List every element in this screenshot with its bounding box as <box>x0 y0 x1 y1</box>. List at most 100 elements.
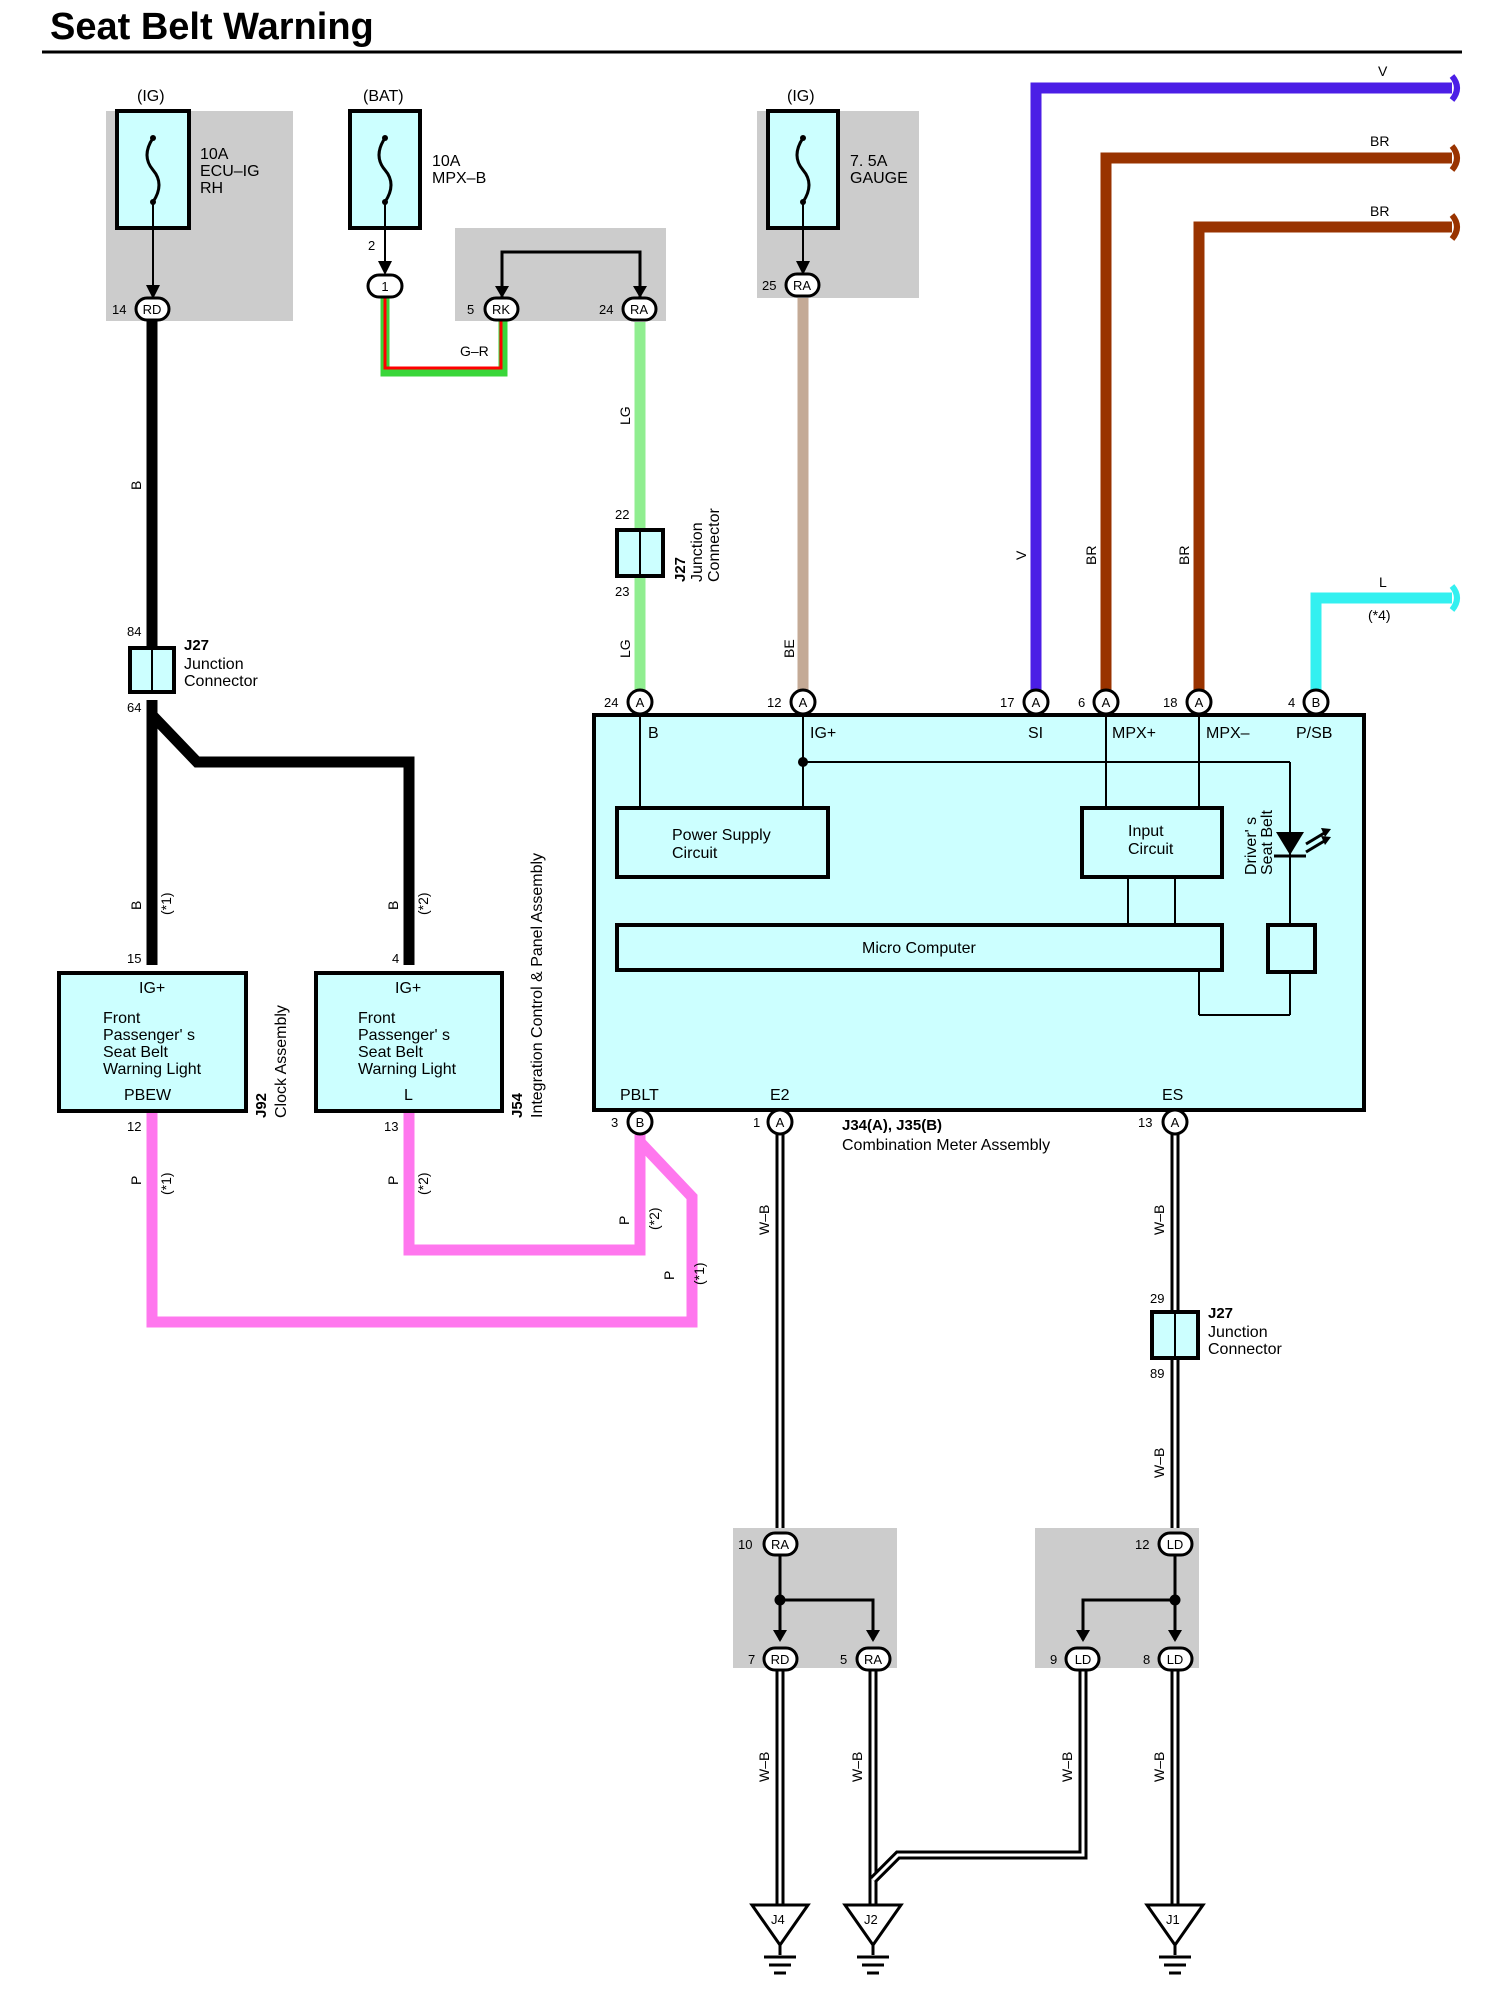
lamp2-l4: Warning Light <box>358 1061 457 1078</box>
wire-label-p-lamp2: P <box>385 1176 401 1185</box>
connector-ra-25: RA <box>784 272 821 298</box>
pin-2: 2 <box>368 238 375 253</box>
lamp1-l4: Warning Light <box>103 1061 202 1078</box>
pin-a13: 13 <box>1138 1115 1152 1130</box>
lamp2-l2: Passenger' s <box>358 1027 450 1044</box>
wire-end-l <box>1449 584 1460 612</box>
fuse-3-rating: 7. 5A <box>850 153 888 170</box>
svg-text:B: B <box>636 1115 645 1130</box>
svg-text:RA: RA <box>793 278 811 293</box>
svg-text:LD: LD <box>1167 1652 1184 1667</box>
wire-label-wb-j4: W–B <box>756 1752 772 1782</box>
wire-label-lg-2: LG <box>617 639 633 658</box>
pin-24: 24 <box>599 302 613 317</box>
lamp1-name: Clock Assembly <box>273 1005 290 1118</box>
fuse-3-name: GAUGE <box>850 170 908 187</box>
pin-8: 8 <box>1143 1652 1150 1667</box>
j27-top-name2: Connector <box>184 673 258 690</box>
j27-top-code: J27 <box>184 637 209 654</box>
svg-text:A: A <box>1171 1115 1180 1130</box>
fuse-1-name: ECU–IG <box>200 163 260 180</box>
svg-text:A: A <box>799 695 808 710</box>
connector-rk: RK <box>483 296 520 322</box>
svg-text:A: A <box>776 1115 785 1130</box>
lamp1-top: IG+ <box>139 980 165 997</box>
ground-icons <box>749 1903 1206 1975</box>
lamp1-l2: Passenger' s <box>103 1027 195 1044</box>
rk-ra-arrows <box>495 286 647 298</box>
input-circuit <box>1080 806 1224 879</box>
wire-label-wb-ld: W–B <box>1059 1752 1075 1782</box>
wire-label-star4: (*4) <box>1368 607 1391 623</box>
meter-pin-es: ES <box>1162 1087 1183 1104</box>
ground-j1: J1 <box>1166 1912 1180 1927</box>
junction-j27-lg <box>615 528 665 578</box>
svg-text:A: A <box>1195 695 1204 710</box>
lamp2-name: Integration Control & Panel Assembly <box>529 853 546 1118</box>
wire-label-br-2: BR <box>1370 203 1389 219</box>
meter-pin-mpxp: MPX+ <box>1112 725 1156 742</box>
j27-bottom-name1: Junction <box>1208 1324 1268 1341</box>
wire-v <box>1030 82 1452 690</box>
pin-64: 64 <box>127 700 141 715</box>
wire-end-br-1 <box>1449 144 1460 172</box>
driver-label-2: Seat Belt <box>1259 810 1276 875</box>
junction-j27-top <box>128 646 176 694</box>
wire-br-2 <box>1193 221 1452 690</box>
wire-b-lamp2 <box>148 711 415 965</box>
page-title: Seat Belt Warning <box>50 6 374 48</box>
pin-a17: 17 <box>1000 695 1014 710</box>
svg-text:A: A <box>1102 695 1111 710</box>
j27-lg-name2: Connector <box>706 508 723 582</box>
micro-computer-label: Micro Computer <box>862 940 976 957</box>
wire-label-be: BE <box>781 639 797 658</box>
svg-text:RK: RK <box>492 302 510 317</box>
bottom-connectors: RA RD RA LD LD LD <box>762 1531 1194 1672</box>
pin-13-lamp: 13 <box>384 1119 398 1134</box>
pin-23: 23 <box>615 584 629 599</box>
svg-text:A: A <box>1032 695 1041 710</box>
j27-lg-code: J27 <box>672 557 689 582</box>
wire-label-br-2-vertical: BR <box>1176 546 1192 565</box>
meter-pin-b: B <box>648 725 659 742</box>
wire-label-br-1: BR <box>1370 133 1389 149</box>
fuse-2-name: MPX–B <box>432 170 486 187</box>
lamp-clock-assembly <box>57 971 248 1113</box>
meter-top-pins: A A A A A B <box>626 688 1330 716</box>
combination-meter-box <box>592 713 1366 1112</box>
wire-label-v-vertical: V <box>1013 550 1029 560</box>
pin-84: 84 <box>127 624 141 639</box>
wire-label-star2-b: (*2) <box>415 892 431 915</box>
svg-text:A: A <box>636 695 645 710</box>
pin-b3: 3 <box>611 1115 618 1130</box>
power-supply-label-2: Circuit <box>672 845 718 862</box>
wire-end-br-2 <box>1449 213 1460 241</box>
wire-label-star2-p: (*2) <box>415 1172 431 1195</box>
connector-rd-top: RD <box>134 296 171 322</box>
driver-led-driver <box>1266 923 1317 974</box>
pin-9: 9 <box>1050 1652 1057 1667</box>
fuse-3-supply: (IG) <box>787 88 815 105</box>
wire-label-star2-meter: (*2) <box>646 1207 662 1230</box>
pin-22: 22 <box>615 507 629 522</box>
wire-label-b-lamp1: B <box>128 901 144 910</box>
wire-br-1 <box>1100 152 1452 690</box>
svg-text:RA: RA <box>771 1537 789 1552</box>
pin-12-bottom: 12 <box>1135 1537 1149 1552</box>
lamp2-l1: Front <box>358 1010 396 1027</box>
ground-j4: J4 <box>771 1912 785 1927</box>
wire-label-star1-meter: (*1) <box>691 1262 707 1285</box>
wire-label-gr: G–R <box>460 343 489 359</box>
meter-pin-ig: IG+ <box>810 725 836 742</box>
connector-ra-24: RA <box>621 296 658 322</box>
lamp1-code: J92 <box>253 1093 270 1118</box>
connector-1: 1 <box>366 273 404 299</box>
fuse-ecu-ig <box>115 109 191 299</box>
pin-10: 10 <box>738 1537 752 1552</box>
wire-label-l: L <box>1379 574 1387 590</box>
fuse-1-rating: 10A <box>200 146 229 163</box>
fuse-2-supply: (BAT) <box>363 88 404 105</box>
meter-name: Combination Meter Assembly <box>842 1137 1050 1154</box>
driver-label-1: Driver' s <box>1243 817 1260 875</box>
svg-text:B: B <box>1312 695 1321 710</box>
